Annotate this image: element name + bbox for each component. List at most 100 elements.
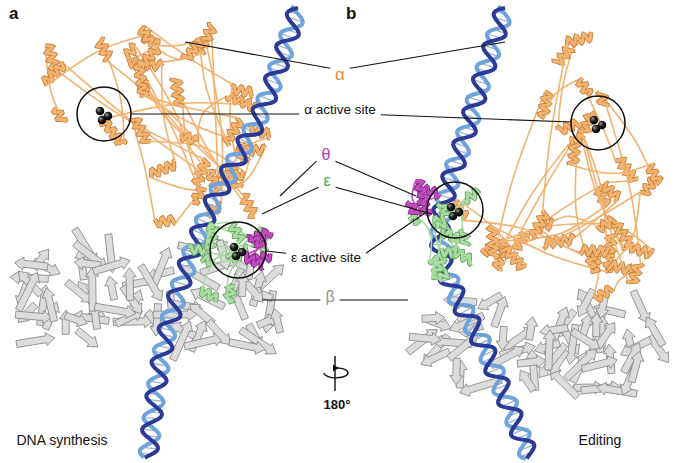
site-circle: [427, 182, 483, 238]
helix: [598, 92, 607, 106]
coil-loop: [505, 208, 603, 241]
helix-outline: [231, 222, 243, 242]
helix-outline: [437, 219, 445, 229]
leader-line: [336, 187, 432, 214]
helix-outline: [594, 287, 614, 300]
dna-strand: [431, 8, 534, 458]
rotation-axis: [334, 356, 335, 391]
helix-outline: [558, 121, 580, 133]
beta-strand: [206, 319, 230, 344]
helix: [578, 78, 591, 96]
beta-strand: [94, 303, 135, 318]
leader-line: [185, 42, 330, 68]
helix: [131, 119, 151, 142]
beta-strand: [520, 370, 537, 392]
beta-strand: [270, 309, 283, 334]
beta-strand: [517, 355, 546, 368]
helix: [155, 217, 176, 226]
helix-outline: [464, 190, 480, 203]
coil-loop: [500, 112, 592, 271]
helix: [126, 45, 135, 59]
coil-loop: [145, 96, 246, 144]
helix: [569, 143, 579, 164]
helix: [640, 179, 658, 194]
beta-strand: [229, 339, 265, 354]
alpha-subunit: [44, 24, 661, 300]
beta-strand: [628, 351, 644, 383]
beta-strand: [16, 272, 40, 312]
coil-loop: [608, 192, 640, 268]
beta-strand: [645, 317, 666, 347]
subunit-label: θ: [321, 146, 332, 164]
beta-strand: [409, 333, 441, 346]
helix: [140, 25, 153, 45]
metal-ion: [230, 243, 239, 252]
helix: [202, 287, 217, 303]
panel-caption: Editing: [578, 432, 623, 448]
helix: [567, 32, 591, 46]
helix-outline: [569, 143, 579, 164]
helix: [415, 181, 428, 204]
metal-ion: [98, 116, 107, 125]
helix-outline: [151, 161, 174, 178]
helix: [44, 62, 64, 86]
helix: [151, 161, 174, 178]
helix: [231, 222, 243, 242]
rotation-arrowhead: [333, 365, 339, 372]
beta-strand: [581, 356, 617, 372]
beta-strand: [75, 328, 98, 347]
coil-loop: [605, 179, 638, 182]
coil-loop: [176, 202, 192, 224]
coil-loop: [148, 82, 208, 214]
helix: [580, 246, 608, 255]
beta-strand: [65, 279, 93, 302]
beta-strand: [14, 257, 48, 270]
theta-subunit: [243, 181, 439, 268]
helix: [172, 78, 183, 106]
helix-outline: [155, 217, 176, 226]
coil-loop: [131, 119, 154, 219]
leader-line: [350, 42, 505, 68]
helix-outline: [640, 179, 658, 194]
rotation-label: 180°: [323, 398, 352, 413]
leader-lines: [131, 42, 571, 300]
epsilon-subunit: [189, 190, 480, 303]
leader-line: [366, 211, 428, 253]
beta-strand: [16, 333, 55, 348]
site-label: α active site: [303, 102, 377, 118]
metal-ion: [592, 125, 601, 134]
beta-strand: [577, 288, 596, 316]
coil-loop: [421, 219, 432, 260]
coil-loop: [543, 46, 567, 210]
helix-outline: [567, 32, 591, 46]
beta-strand: [491, 296, 508, 327]
panel-caption: DNA synthesis: [15, 432, 108, 448]
site-circle: [210, 222, 266, 278]
coil-loop: [149, 42, 192, 46]
helix-outline: [580, 246, 608, 255]
coil-loop: [513, 186, 601, 246]
metal-ion: [590, 116, 599, 125]
beta-strand: [105, 276, 118, 300]
helix-outline: [604, 182, 619, 201]
beta-clamp: [10, 227, 668, 399]
leader-line: [131, 113, 299, 114]
helix-outline: [544, 235, 574, 247]
leader-line: [262, 187, 318, 214]
metal-ion: [447, 203, 456, 212]
helix: [97, 39, 110, 61]
panel-letter: b: [345, 4, 357, 24]
metal-ion: [449, 212, 458, 221]
coil-loop: [227, 247, 247, 303]
beta-strand: [422, 312, 445, 325]
helix-outline: [135, 66, 147, 96]
leader-line: [381, 115, 571, 122]
dna-strand: [140, 6, 303, 458]
coil-loop: [554, 32, 591, 62]
helix-outline: [415, 181, 428, 204]
helix-outline: [131, 119, 151, 142]
helix: [135, 66, 147, 96]
rotation-symbol: [324, 356, 348, 391]
panel-letter: a: [8, 4, 19, 24]
